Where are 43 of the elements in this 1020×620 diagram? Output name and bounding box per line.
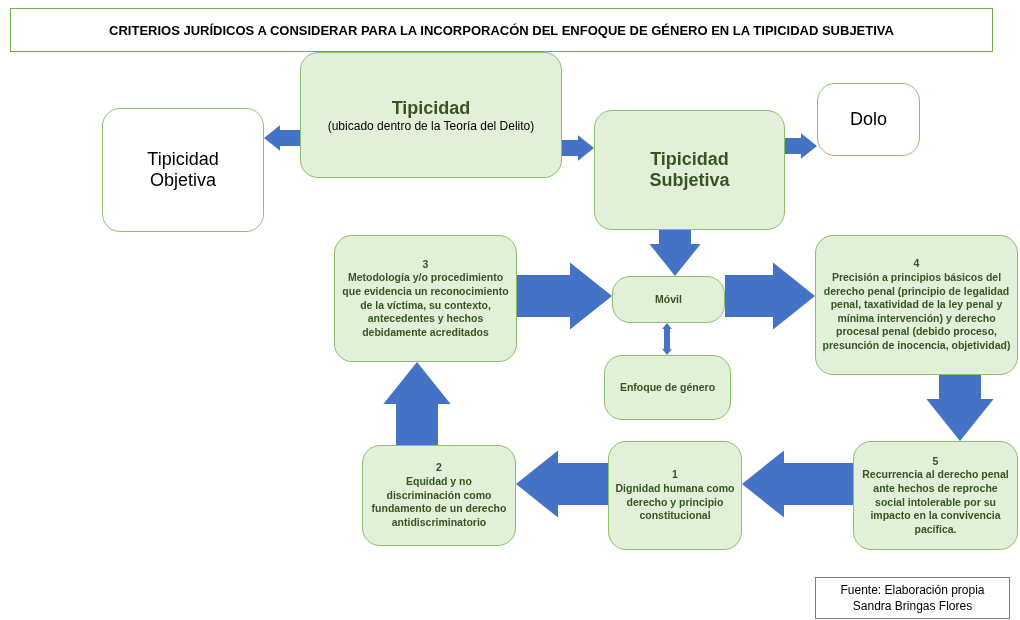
- box-title: Tipicidad: [391, 97, 471, 119]
- process-box: [604, 355, 731, 420]
- box-text: Precisión a principios básicos del derecho penal (principio de legalidad penal, taxatividad de la ley penal y mínima intervención) y derecho procesal penal (debido proceso, presunción de inocencia, objetividad): [822, 270, 1011, 353]
- box-title: Tipicidad Objetiva: [146, 149, 220, 191]
- diagram-title: CRITERIOS JURÍDICOS A CONSIDERAR PARA LA INCORPORACÓN DEL ENFOQUE DE GÉNERO EN LA TIPICIDAD SUBJETIVA: [10, 8, 993, 52]
- block-arrow: [649, 230, 701, 276]
- step-number: 1: [672, 468, 678, 482]
- block-arrow: [742, 450, 853, 518]
- box-text: Sandra Bringas Flores: [852, 598, 973, 615]
- box-title: Tipicidad Subjetiva: [648, 149, 731, 191]
- block-arrow: [725, 262, 815, 330]
- block-arrow: [264, 125, 300, 151]
- box-text: (ubicado dentro de la Teoría del Delito): [327, 118, 535, 133]
- process-box: [608, 441, 742, 550]
- process-box: [300, 52, 562, 178]
- block-arrow: [785, 133, 817, 159]
- step-number: 5: [932, 454, 939, 469]
- process-box: [102, 108, 264, 232]
- block-arrow: [562, 135, 594, 161]
- box-title: Enfoque de género: [619, 380, 716, 395]
- box-title: Móvil: [655, 292, 682, 307]
- source-note-box: [815, 577, 1010, 619]
- box-title: Fuente: Elaboración propia: [840, 581, 985, 598]
- box-text: Equidad y no discriminación como fundamento de un derecho antidiscriminatorio: [370, 475, 508, 530]
- block-arrow: [926, 375, 994, 441]
- step-number: 3: [422, 257, 429, 272]
- box-text: Dignidad humana como derecho y principio constitucional: [615, 481, 735, 523]
- box-text: Metodología y/o procedimiento que evidencia un reconocimiento de la víctima, su contexto, antecedentes y hechos debidamente acreditados: [341, 271, 510, 340]
- process-box: [362, 445, 516, 546]
- block-arrow: [516, 450, 608, 518]
- box-title: Dolo: [850, 109, 887, 130]
- process-box: [817, 83, 920, 156]
- block-arrow: [517, 262, 612, 330]
- process-box: [612, 276, 725, 323]
- step-number: 4: [913, 257, 920, 271]
- block-arrow: [662, 323, 672, 355]
- process-box: [815, 235, 1018, 375]
- process-box: [334, 235, 517, 362]
- process-box: [853, 441, 1018, 550]
- process-box: [594, 110, 785, 230]
- step-number: 2: [436, 461, 442, 476]
- box-text: Recurrencia al derecho penal ante hechos de reproche social intolerable por su impacto en la convivencia pacífica.: [861, 468, 1010, 537]
- block-arrow: [383, 362, 451, 445]
